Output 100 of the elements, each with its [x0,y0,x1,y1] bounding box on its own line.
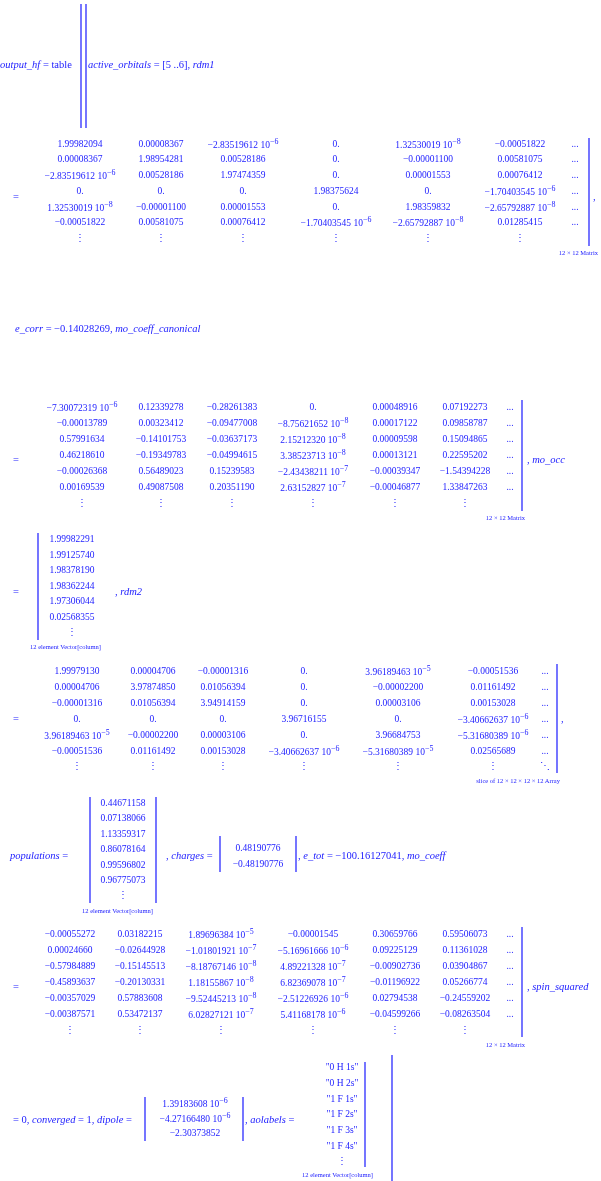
equals-sign: = [13,454,19,466]
ellipsis: ⋮ [67,626,77,638]
matrix-entry: 0. [309,401,317,413]
matrix-entry: −0.00001100 [402,153,454,165]
matrix-entry: −4.27166480 10$^{−6}$ [159,1111,231,1125]
matrix-entry: −2.51226926 10$^{−6}$ [277,991,349,1005]
matrix-entry: −1.01801921 10$^{−7}$ [185,943,257,957]
matrix-entry: 0.09225129 [372,944,418,956]
matrix-entry: 3.94914159 [200,697,246,709]
matrix-entry: −1.54394228 [439,465,491,477]
matrix-entry: 6.82369078 10$^{−7}$ [280,975,346,989]
matrix-entry: 0.00001553 [405,169,451,181]
ellipsis: ... [541,681,549,693]
matrix-entry: −0.28261383 [206,401,258,413]
matrix-entry: 0.15094865 [442,433,488,445]
matrix-entry: −0.00039347 [369,465,421,477]
ellipsis: ⋮ [390,1024,400,1036]
ellipsis: ... [506,1008,514,1020]
matrix-entry: 0.07192273 [442,401,488,413]
ellipsis: ... [506,465,514,477]
ellipsis: ... [571,185,579,197]
matrix-entry: −3.40662637 10$^{−6}$ [457,712,529,726]
matrix-entry: −2.83519612 10$^{−6}$ [44,168,116,182]
equals-sign: = [13,713,19,725]
ellipsis: ⋮ [515,232,525,244]
matrix-entry: 0. [157,185,165,197]
matrix-entry: 3.96716155 [281,713,327,725]
matrix-entry: 0.07138066 [100,812,146,824]
matrix-entry: 0.05266774 [442,976,488,988]
ellipsis: ⋮ [75,232,85,244]
ellipsis: ... [506,992,514,1004]
matrix-entry: 0.12339278 [138,401,184,413]
matrix-entry: −2.83519612 10$^{−6}$ [207,137,279,151]
matrix-entry: 0. [332,169,340,181]
matrix-entry: 0.00048916 [372,401,418,413]
matrix-entry: 6.02827121 10$^{−7}$ [188,1007,254,1021]
comma: , [561,713,564,725]
matrix-entry: −0.00026368 [56,465,108,477]
ellipsis: ... [506,976,514,988]
ellipsis: ⋮ [148,760,158,772]
matrix-entry: −0.00051536 [51,745,103,757]
ellipsis: ... [506,401,514,413]
matrix-entry: −9.52445213 10$^{−8}$ [185,991,257,1005]
ellipsis: ... [506,928,514,940]
matrix-entry: −0.00001545 [287,928,339,940]
comma: , [593,191,596,203]
matrix-entry: 0.00169539 [59,481,105,493]
matrix-entry: −0.04599266 [369,1008,421,1020]
matrix-entry: 0.15239583 [209,465,255,477]
matrix-entry: 0.00024660 [47,944,93,956]
matrix-entry: 0.03182215 [117,928,163,940]
matrix-entry: 0. [73,713,81,725]
matrix-entry: −0.20130331 [114,976,166,988]
matrix-entry: 0.02794538 [372,992,418,1004]
expression-text: populations = [10,850,69,862]
matrix-entry: −7.30072319 10$^{−6}$ [46,400,118,414]
matrix-entry: 0.46218610 [59,449,105,461]
matrix-entry: 0.01161492 [470,681,516,693]
ellipsis: ... [541,697,549,709]
matrix-entry: 0.44671158 [100,797,146,809]
matrix-entry: 0.57991634 [59,433,105,445]
matrix-entry: "0 H 1s" [325,1061,359,1073]
matrix-entry: "1 F 4s" [326,1140,358,1152]
matrix-entry: −0.00051822 [54,216,106,228]
equals-sign: = [13,586,19,598]
matrix-entry: 0.59506073 [442,928,488,940]
matrix-entry: 0.57883608 [117,992,163,1004]
matrix-entry: 0. [332,138,340,150]
matrix-entry: 0.03904867 [442,960,488,972]
ellipsis: ... [506,960,514,972]
matrix-entry: 0.56489023 [138,465,184,477]
ellipsis: ⋮ [299,760,309,772]
matrix-entry: 0.53472137 [117,1008,163,1020]
matrix-entry: 1.89696384 10$^{−5}$ [188,927,254,941]
matrix-entry: 1.98375624 [313,185,359,197]
ellipsis: ⋮ [72,760,82,772]
ellipsis: ⋮ [393,760,403,772]
ellipsis: ... [506,449,514,461]
matrix-entry: −0.04994615 [206,449,258,461]
matrix-entry: −0.24559202 [439,992,491,1004]
ellipsis: ⋮ [216,1024,226,1036]
matrix-entry: 0.00008367 [138,138,184,150]
ellipsis: ⋮ [337,1155,347,1167]
ellipsis: ⋮ [238,232,248,244]
ellipsis: ⋱ [540,760,550,772]
ellipsis: ... [506,417,514,429]
ellipsis: ⋮ [390,497,400,509]
matrix-entry: "1 F 3s" [326,1124,358,1136]
matrix-entry: −0.00387571 [44,1008,96,1020]
matrix-entry: −0.15145513 [114,960,166,972]
matrix-entry: 0. [300,729,308,741]
matrix-entry: −0.08263504 [439,1008,491,1020]
ellipsis: ⋮ [77,497,87,509]
matrix-entry: 0. [239,185,247,197]
matrix-entry: 2.15212320 10$^{−8}$ [280,432,346,446]
matrix-entry: −0.01196922 [369,976,421,988]
expression-text: , charges = [166,850,213,862]
matrix-entry: 0.01285415 [497,216,543,228]
ellipsis: ⋮ [156,232,166,244]
matrix-entry: 1.98362244 [49,580,95,592]
